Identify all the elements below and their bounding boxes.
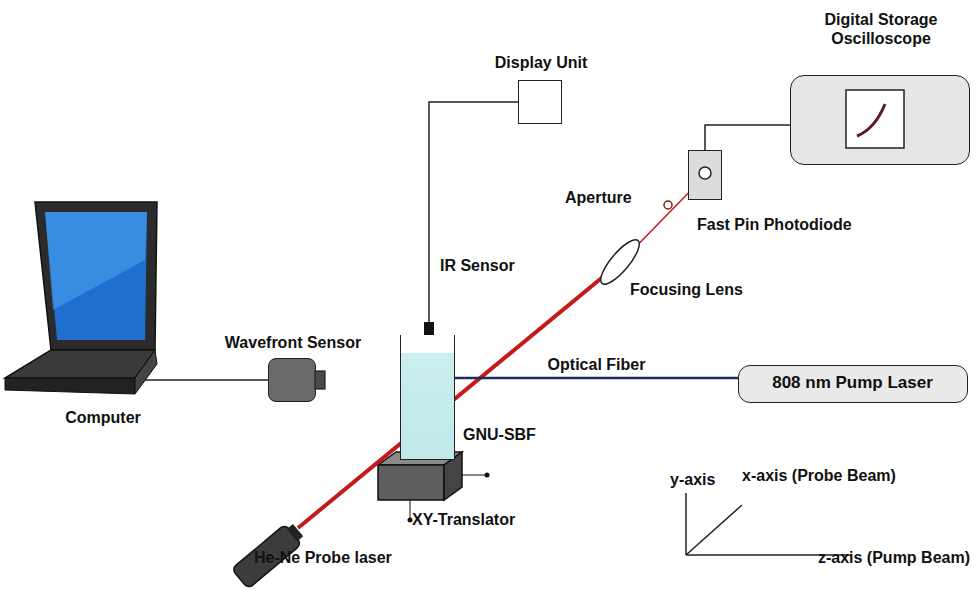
node-label: IR Sensor xyxy=(440,256,515,275)
node-label: Wavefront Sensor xyxy=(225,333,361,352)
cuvette: GNU-SBF xyxy=(400,335,455,460)
node-label: Display Unit xyxy=(495,53,587,72)
translator-label: XY-Translator xyxy=(412,510,515,529)
node-label: Digital Storage Oscilloscope xyxy=(801,10,961,48)
lens-label: Focusing Lens xyxy=(630,280,743,299)
connector xyxy=(455,377,738,380)
axis-label: z-axis (Pump Beam) xyxy=(818,548,970,567)
pump-laser: 808 nm Pump Laser xyxy=(738,365,968,403)
node-label: Fast Pin Photodiode xyxy=(697,215,852,234)
oscilloscope: Digital Storage Oscilloscope xyxy=(790,75,970,165)
probe-beam xyxy=(298,262,621,528)
node-label: Computer xyxy=(65,408,141,427)
wavefront-sensor: Wavefront Sensor xyxy=(268,358,316,402)
display-unit: Display Unit xyxy=(518,80,562,124)
laser-label: He-Ne Probe laser xyxy=(254,548,350,567)
axis-label: x-axis (Probe Beam) xyxy=(742,466,896,485)
axis-label: y-axis xyxy=(670,470,715,489)
edge-label: Optical Fiber xyxy=(546,356,648,374)
node-label: GNU-SBF xyxy=(463,425,536,444)
aperture-label: Aperture xyxy=(565,188,632,207)
connector xyxy=(429,102,518,322)
wavefront-sensor-shape xyxy=(269,359,317,403)
computer-shape xyxy=(5,200,165,400)
node-label: 808 nm Pump Laser xyxy=(772,373,933,393)
axes xyxy=(686,493,852,555)
oscilloscope-shape xyxy=(791,76,971,166)
connector xyxy=(705,125,790,150)
aperture-symbol xyxy=(664,201,672,209)
computer: Computer xyxy=(5,200,165,400)
connector xyxy=(145,379,268,381)
photodiode: Fast Pin Photodiode xyxy=(688,150,722,200)
photodiode-shape xyxy=(689,151,723,201)
